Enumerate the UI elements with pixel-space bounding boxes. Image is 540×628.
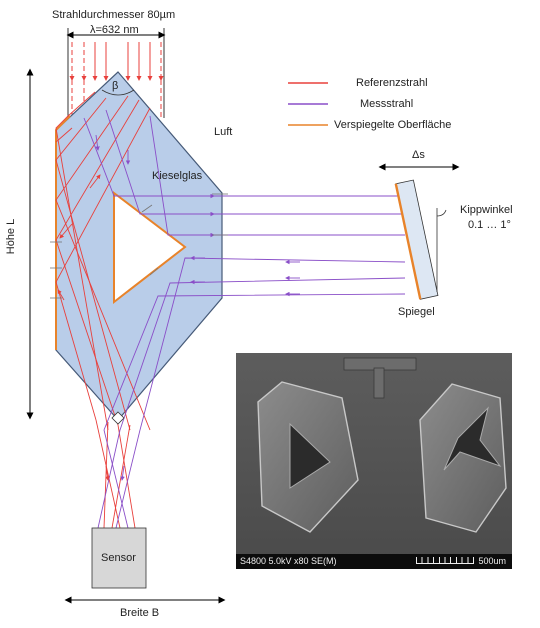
triangular-cavity — [113, 190, 187, 305]
legend-messstrahl: Messstrahl — [360, 98, 414, 110]
sensor-label: Sensor — [101, 552, 136, 564]
hoehe-label: Höhe L — [5, 218, 18, 255]
sem-micrograph — [236, 353, 512, 569]
sem-info-bar: S4800 5.0kV x80 SE(M) 500um — [236, 554, 512, 569]
luft-label: Luft — [214, 126, 233, 138]
kippwinkel-range-label: 0.1 … 1° — [468, 219, 511, 231]
wavelength-label: λ=632 nm — [90, 24, 139, 36]
spiegel-label: Spiegel — [398, 306, 435, 318]
sem-image-frame: S4800 5.0kV x80 SE(M) 500um — [236, 353, 512, 569]
kippwinkel-label: Kippwinkel — [460, 204, 513, 216]
beam-diameter-label: Strahldurchmesser 80µm — [52, 9, 176, 21]
beta-angle-arc — [101, 89, 135, 96]
surface-normal-ticks — [50, 193, 228, 299]
delta-s-label: Δs — [412, 149, 425, 161]
exit-aperture — [111, 411, 125, 425]
spiegel-mirror — [394, 179, 439, 300]
sem-info-text: S4800 5.0kV x80 SE(M) — [240, 556, 337, 566]
exit-beams — [95, 419, 141, 529]
breite-label: Breite B — [120, 607, 160, 619]
internal-reference-beams — [55, 91, 151, 431]
legend-referenzstrahl: Referenzstrahl — [356, 77, 428, 89]
kippwinkel-arc — [436, 209, 447, 217]
sem-scale-text: 500um — [478, 556, 506, 566]
beta-label: β — [112, 80, 119, 92]
sem-scale-ticks — [416, 557, 474, 564]
kieselglas-label: Kieselglas — [152, 170, 203, 182]
internal-measurement-beams — [83, 109, 406, 431]
sensor-box — [91, 527, 147, 589]
legend-verspiegelt: Verspiegelte Oberfläche — [334, 119, 452, 131]
